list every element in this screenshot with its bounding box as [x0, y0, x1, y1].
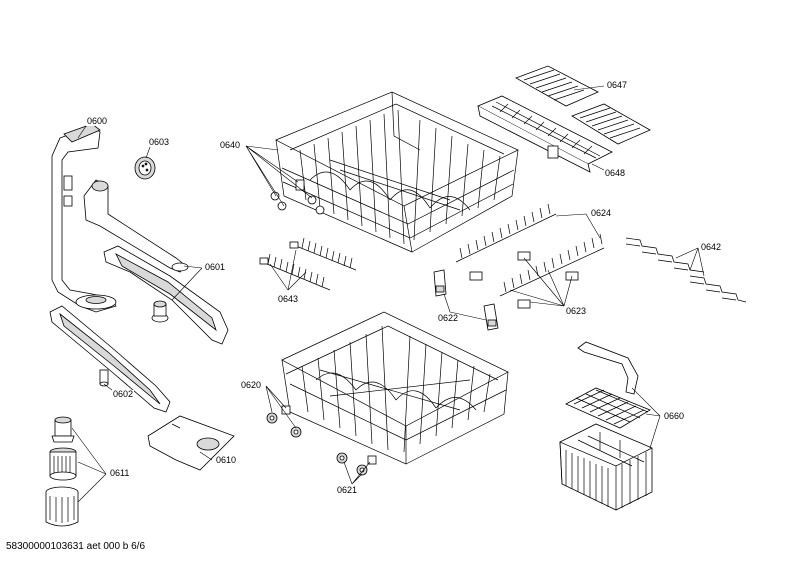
cutlery-basket-drawing — [559, 341, 653, 511]
part-label-0647: 0647 — [606, 80, 629, 90]
part-label-0640: 0640 — [219, 140, 242, 150]
tine-strips-drawing — [259, 237, 357, 291]
part-label-0600: 0600 — [86, 116, 109, 126]
upper-basket-drawing — [270, 91, 519, 253]
part-label-0624: 0624 — [590, 208, 613, 218]
clip-parts-drawing — [433, 269, 499, 331]
part-label-0622: 0622 — [437, 313, 460, 323]
rail-lower-drawing — [477, 95, 613, 173]
rail-upper-drawing — [515, 65, 651, 145]
leader-lines — [71, 85, 705, 503]
part-label-0621: 0621 — [336, 485, 359, 495]
upper-spray-arm-drawing — [103, 245, 229, 345]
part-label-0602: 0602 — [112, 389, 135, 399]
part-label-0623: 0623 — [565, 306, 588, 316]
supply-tube-drawing — [51, 123, 117, 313]
part-label-0642: 0642 — [700, 242, 723, 252]
part-label-0610: 0610 — [215, 455, 238, 465]
filter-plate-drawing — [147, 415, 235, 471]
lower-spray-arm-drawing — [49, 305, 171, 413]
part-label-0611: 0611 — [109, 468, 131, 478]
lower-basket-drawing — [281, 311, 509, 465]
small-valve-drawing — [134, 156, 156, 180]
wheels-drawing — [266, 405, 377, 476]
cutlery-shelf-drawing — [625, 237, 747, 303]
part-label-0643: 0643 — [277, 294, 300, 304]
part-label-0620: 0620 — [240, 380, 263, 390]
part-label-0648: 0648 — [604, 168, 627, 178]
document-reference: 58300000103631 aet 000 b 6/6 — [6, 541, 146, 552]
upper-basket-tines — [299, 109, 501, 245]
part-label-0660: 0660 — [663, 411, 686, 421]
lower-basket-tines — [301, 325, 491, 453]
tine-rack-upper-drawing — [455, 203, 557, 281]
filter-set-drawing — [45, 416, 79, 527]
part-label-0601: 0601 — [204, 262, 227, 272]
part-label-0603: 0603 — [148, 137, 171, 147]
tine-rack-lower-drawing — [499, 233, 605, 309]
